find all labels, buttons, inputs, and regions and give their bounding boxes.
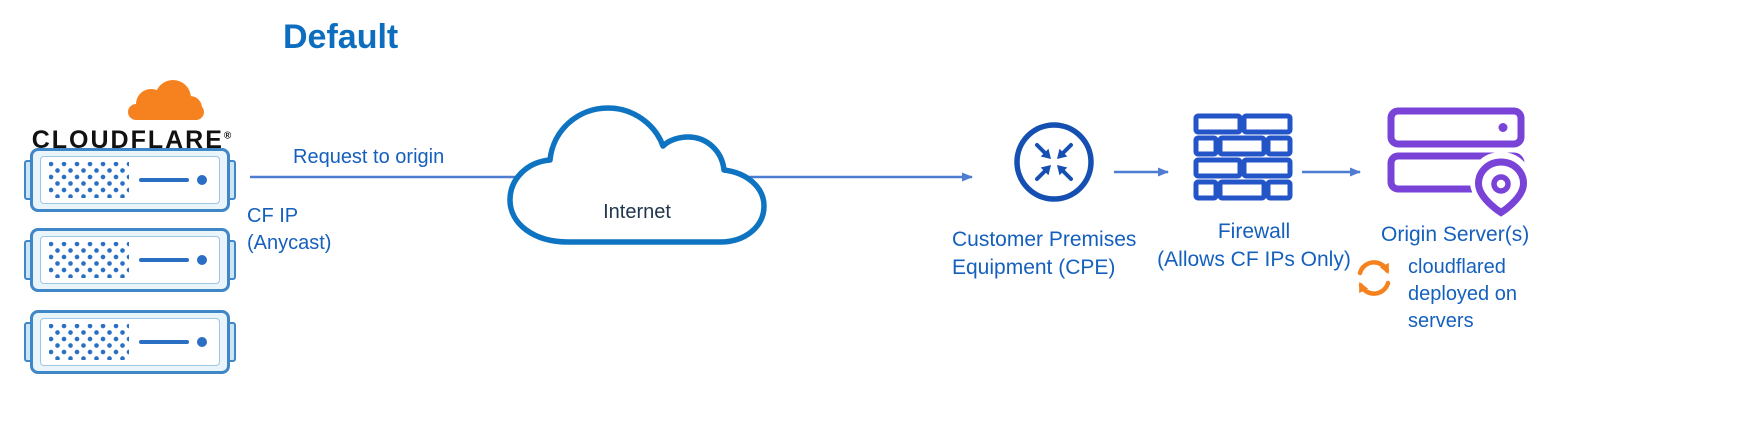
cloudflared-sync-icon xyxy=(1357,260,1391,296)
cloudflare-server-icon-1 xyxy=(24,148,236,212)
cloudflare-server-icon-2 xyxy=(24,228,236,292)
location-pin-icon xyxy=(1469,151,1533,222)
server-slot xyxy=(139,340,189,344)
origin-server-icon xyxy=(1387,107,1533,222)
cloudflared-note: cloudflared deployed on servers xyxy=(1408,256,1517,332)
server-slot xyxy=(139,178,189,182)
server-vents xyxy=(49,242,129,278)
cloudflare-cloud-icon xyxy=(128,80,204,120)
firewall-icon xyxy=(1193,113,1293,201)
cf-ip-anycast-label: CF IP (Anycast) xyxy=(247,205,332,254)
firewall-label: Firewall (Allows CF IPs Only) xyxy=(1157,220,1351,271)
server-vents xyxy=(49,162,129,198)
cpe-label: Customer Premises Equipment (CPE) xyxy=(952,228,1137,279)
cpe-icon xyxy=(1014,122,1094,202)
request-to-origin-label: Request to origin xyxy=(293,146,445,168)
server-slot xyxy=(139,258,189,262)
server-power-led xyxy=(197,337,207,347)
server-power-led xyxy=(197,255,207,265)
server-vents xyxy=(49,324,129,360)
diagram-title: Default xyxy=(283,18,399,56)
origin-server-label: Origin Server(s) xyxy=(1381,223,1530,246)
cloudflare-logo: CLOUDFLARE® xyxy=(30,74,235,156)
internet-cloud-icon xyxy=(507,105,767,245)
registered-mark: ® xyxy=(223,130,234,142)
internet-label: Internet xyxy=(603,201,671,223)
cloudflare-server-icon-3 xyxy=(24,310,236,374)
server-power-led xyxy=(197,175,207,185)
